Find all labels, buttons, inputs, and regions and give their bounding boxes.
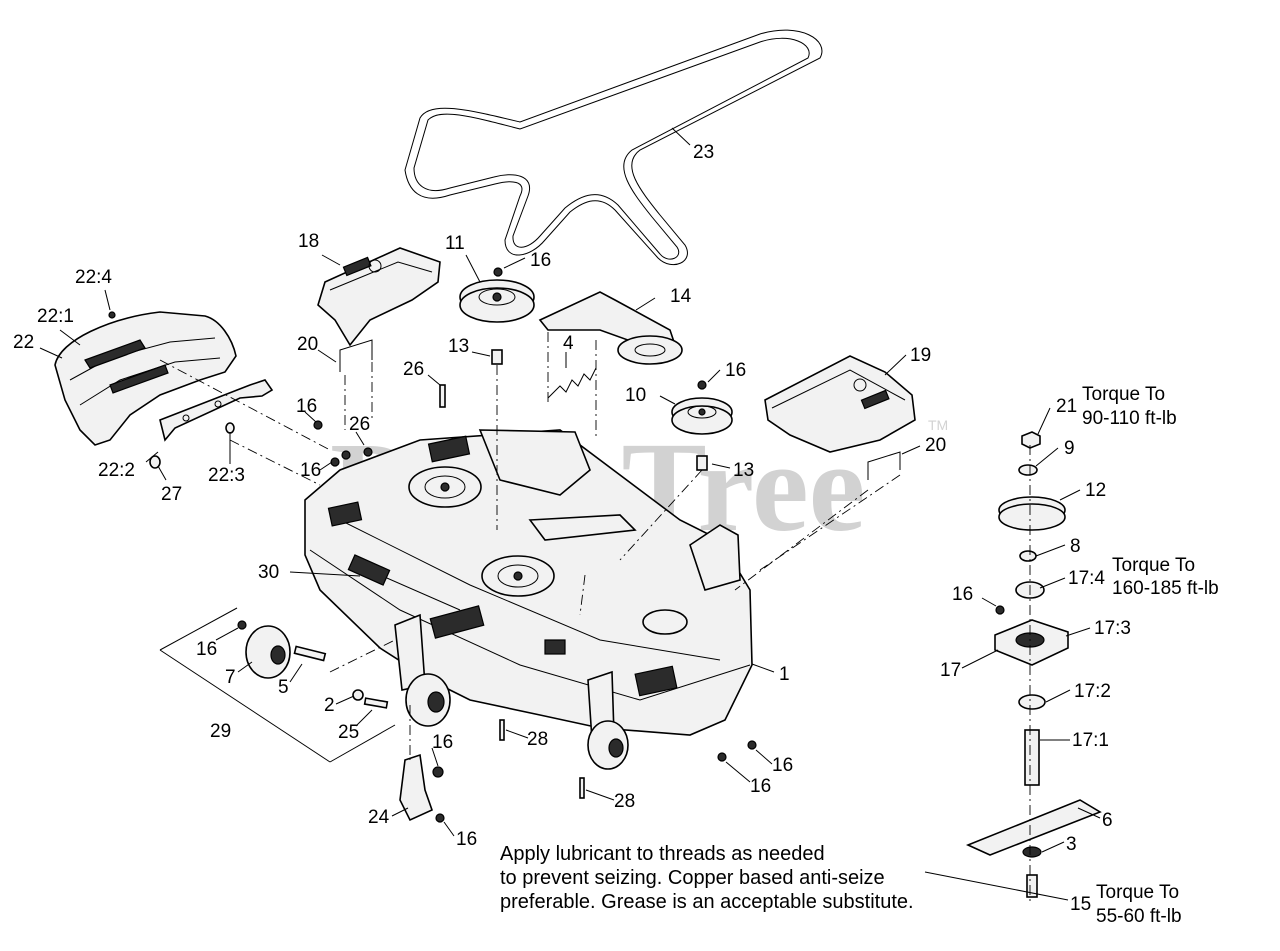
callout-24: 24 [368, 807, 390, 828]
callout-2: 2 [324, 695, 335, 716]
callout-15: 15 [1070, 894, 1091, 915]
callout-16: 16 [296, 396, 317, 417]
callout-21: 21 [1056, 396, 1077, 417]
callout-19: 19 [910, 345, 931, 366]
callout-labels: 23 18 11 16 14 22:4 22:1 22 20 13 4 26 1… [13, 142, 1131, 915]
cover-bracket [149, 379, 274, 469]
torque-note-1-line1: Torque To [1082, 384, 1165, 405]
callout-8: 8 [1070, 536, 1081, 557]
callout-29: 29 [210, 721, 231, 742]
callout-25: 25 [338, 722, 359, 743]
torque-note-3-line1: Torque To [1096, 882, 1179, 903]
spindle-assembly [965, 431, 1102, 905]
callout-16: 16 [432, 732, 453, 753]
callout-16: 16 [300, 460, 321, 481]
belt-cover-19 [764, 355, 916, 453]
left-belt-cover [54, 311, 237, 446]
callout-17-4: 17:4 [1068, 568, 1105, 589]
callout-17-3: 17:3 [1094, 618, 1131, 639]
callout-20: 20 [297, 334, 318, 355]
callout-6: 6 [1102, 810, 1113, 831]
torque-note-3-line2: 55-60 ft-lb [1096, 906, 1182, 927]
callout-16: 16 [196, 639, 217, 660]
callout-4: 4 [563, 333, 574, 354]
callout-16: 16 [456, 829, 477, 850]
callout-22: 22 [13, 332, 34, 353]
callout-17-1: 17:1 [1072, 730, 1109, 751]
belt [404, 29, 823, 266]
callout-16: 16 [952, 584, 973, 605]
callout-1: 1 [779, 664, 790, 685]
torque-note-2-line2: 160-185 ft-lb [1112, 578, 1219, 599]
callout-16: 16 [772, 755, 793, 776]
assembly-lines [159, 332, 901, 760]
hardware [313, 267, 1005, 799]
callout-20: 20 [925, 435, 946, 456]
callout-5: 5 [278, 677, 289, 698]
callout-17-2: 17:2 [1074, 681, 1111, 702]
callout-11: 11 [445, 233, 465, 254]
callout-26: 26 [403, 359, 424, 380]
cover-rods [339, 339, 901, 480]
gauge-wheel-kit [159, 607, 396, 763]
callout-18: 18 [298, 231, 319, 252]
idler-arm [538, 291, 683, 399]
callout-3: 3 [1066, 834, 1077, 855]
callout-16: 16 [750, 776, 771, 797]
callout-17: 17 [940, 660, 961, 681]
leader-lines [39, 127, 1101, 901]
lubricant-note: Apply lubricant to threads as needed to … [500, 843, 914, 913]
callout-7: 7 [225, 667, 236, 688]
mower-deck [304, 429, 753, 770]
callout-16: 16 [725, 360, 746, 381]
idler-pulleys [459, 279, 733, 471]
callout-26: 26 [349, 414, 370, 435]
callout-28: 28 [527, 729, 548, 750]
watermark-trademark: TM [928, 417, 948, 433]
callout-22-4: 22:4 [75, 267, 112, 288]
callout-28: 28 [614, 791, 635, 812]
callout-22-2: 22:2 [98, 460, 135, 481]
lubricant-note-line2: to prevent seizing. Copper based anti-se… [500, 867, 885, 889]
callout-13: 13 [448, 336, 469, 357]
torque-notes: Torque To 90-110 ft-lb Torque To 160-185… [1082, 384, 1219, 927]
callout-23: 23 [693, 142, 714, 163]
belt-cover-18 [317, 247, 441, 347]
bracket-24 [399, 753, 445, 823]
callout-12: 12 [1085, 480, 1106, 501]
torque-note-1-line2: 90-110 ft-lb [1082, 408, 1177, 429]
callout-16: 16 [530, 250, 551, 271]
torque-note-2-line1: Torque To [1112, 555, 1195, 576]
callout-22-3: 22:3 [208, 465, 245, 486]
callout-22-1: 22:1 [37, 306, 74, 327]
callout-9: 9 [1064, 438, 1075, 459]
lubricant-note-line1: Apply lubricant to threads as needed [500, 843, 825, 865]
callout-10: 10 [625, 385, 646, 406]
callout-13: 13 [733, 460, 754, 481]
callout-30: 30 [258, 562, 279, 583]
callout-27: 27 [161, 484, 182, 505]
callout-14: 14 [670, 286, 692, 307]
lubricant-note-line3: preferable. Grease is an acceptable subs… [500, 891, 914, 913]
